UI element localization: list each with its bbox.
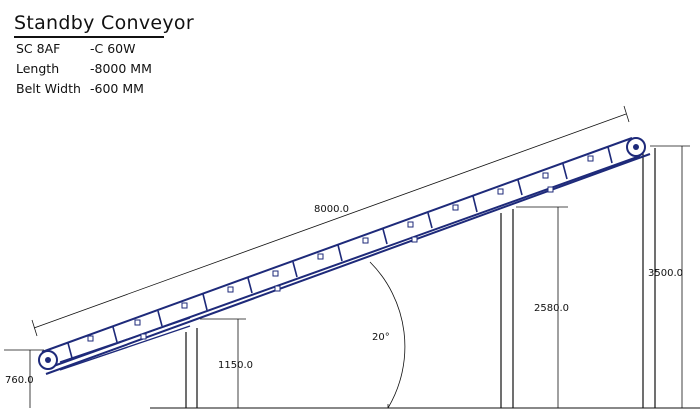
spec-value: -600 MM <box>89 81 144 96</box>
support-column-3 <box>642 148 656 408</box>
high-end-height-label: 3500.0 <box>648 268 683 279</box>
conveyor-frame <box>41 137 651 375</box>
spec-label: Belt Width <box>16 81 81 96</box>
spec-value: -C 60W <box>89 41 136 56</box>
title-underline <box>14 36 164 38</box>
low-end-dimension <box>4 349 44 408</box>
spec-row-belt-width: Belt Width -600 MM <box>16 81 144 96</box>
low-end-height-label: 760.0 <box>5 375 34 386</box>
tail-pulley <box>38 350 58 370</box>
frame-bolts <box>87 155 594 342</box>
support-column-1 <box>185 328 198 408</box>
diagram-title: Standby Conveyor <box>14 12 194 34</box>
spec-label: Length <box>16 61 60 76</box>
length-label: 8000.0 <box>314 204 349 215</box>
angle-label: 20° <box>372 332 390 343</box>
spec-row-model: SC 8AF -C 60W <box>16 41 135 56</box>
high-end-dimension <box>650 145 690 408</box>
spec-row-length: Length -8000 MM <box>16 61 152 76</box>
support-column-2 <box>500 209 514 408</box>
support1-dimension <box>200 318 246 408</box>
spec-value: -8000 MM <box>89 61 152 76</box>
head-pulley <box>626 137 646 157</box>
length-dimension <box>31 105 630 337</box>
conveyor-rungs <box>67 146 613 359</box>
spec-label: SC 8AF <box>16 41 61 56</box>
angle-arc <box>369 261 406 409</box>
support1-height-label: 1150.0 <box>218 360 253 371</box>
support2-height-label: 2580.0 <box>534 303 569 314</box>
support2-dimension <box>516 206 568 408</box>
